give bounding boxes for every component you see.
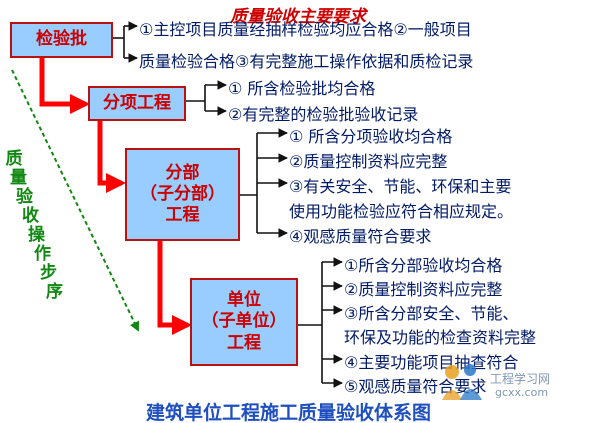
watermark-logo-icon [442,364,482,400]
box-fenxiang: 分项工程 [88,86,186,121]
box-fenbu-line-2: （子分部） [140,183,225,204]
side-step-label: 质 量 验 收 操 作 步 序 [5,149,64,302]
req-fenbu-2: ②质量控制资料应完整 [289,152,448,171]
req-fenbu-3: ③有关安全、节能、环保和主要 [289,177,512,196]
flow-arrow-1 [39,58,90,114]
watermark-site-name: 工程学习网 [490,372,551,386]
bracket-fenxiang [186,80,227,116]
box-danwei-line-3: 工程 [227,332,261,353]
box-danwei-line-1: 单位 [227,290,261,311]
req-fenbu-1: ① 所含分项验收均合格 [289,127,453,146]
side-char-4: 收 [22,206,39,226]
req-fenbu-5: ④观感质量符合要求 [289,227,432,246]
bracket-danwei [298,257,343,388]
side-char-1: 质 [5,149,23,169]
diagram-title: 质量验收主要要求 [230,7,366,27]
box-fenxiang-label: 分项工程 [103,92,171,113]
side-char-3: 验 [16,187,33,207]
req-danwei-3: ③所含分部安全、节能、 [344,304,519,323]
req-jianyanpi-2: 质量检验合格③有完整施工操作依据和质检记录 [139,52,474,71]
box-fenbu-line-1: 分部 [165,162,200,183]
box-jianyanpi-label: 检验批 [36,29,87,50]
req-jianyanpi-1: ①主控项目质量经抽样检验均应合格②一般项目 [139,20,472,39]
flow-arrow-2 [97,121,126,193]
box-danwei-line-2: （子单位） [201,311,287,332]
bracket-fenbu [240,128,288,238]
box-fenbu: 分部 （子分部） 工程 [125,148,240,241]
bracket-jianyanpi [113,21,138,63]
step-arrow [11,69,140,332]
diagram-footer-title: 建筑单位工程施工质量验收体系图 [146,402,432,423]
box-danwei: 单位 （子单位） 工程 [190,278,298,366]
req-fenxiang-1: ① 所含检验批均合格 [228,79,376,98]
req-danwei-1: ①所含分部验收均合格 [344,256,503,275]
box-jianyanpi: 检验批 [10,22,113,58]
req-danwei-4: 环保及功能的检查资料完整 [344,328,537,347]
req-danwei-2: ②质量控制资料应完整 [344,280,503,299]
req-fenxiang-2: ②有完整的检验批验收记录 [228,105,419,124]
side-char-2: 量 [10,168,27,188]
flow-arrow-3 [157,241,192,335]
watermark-site-url: gcxx.com [495,386,549,399]
box-fenbu-line-3: 工程 [165,205,200,226]
req-fenbu-4: 使用功能检验应符合相应规定。 [289,202,514,221]
